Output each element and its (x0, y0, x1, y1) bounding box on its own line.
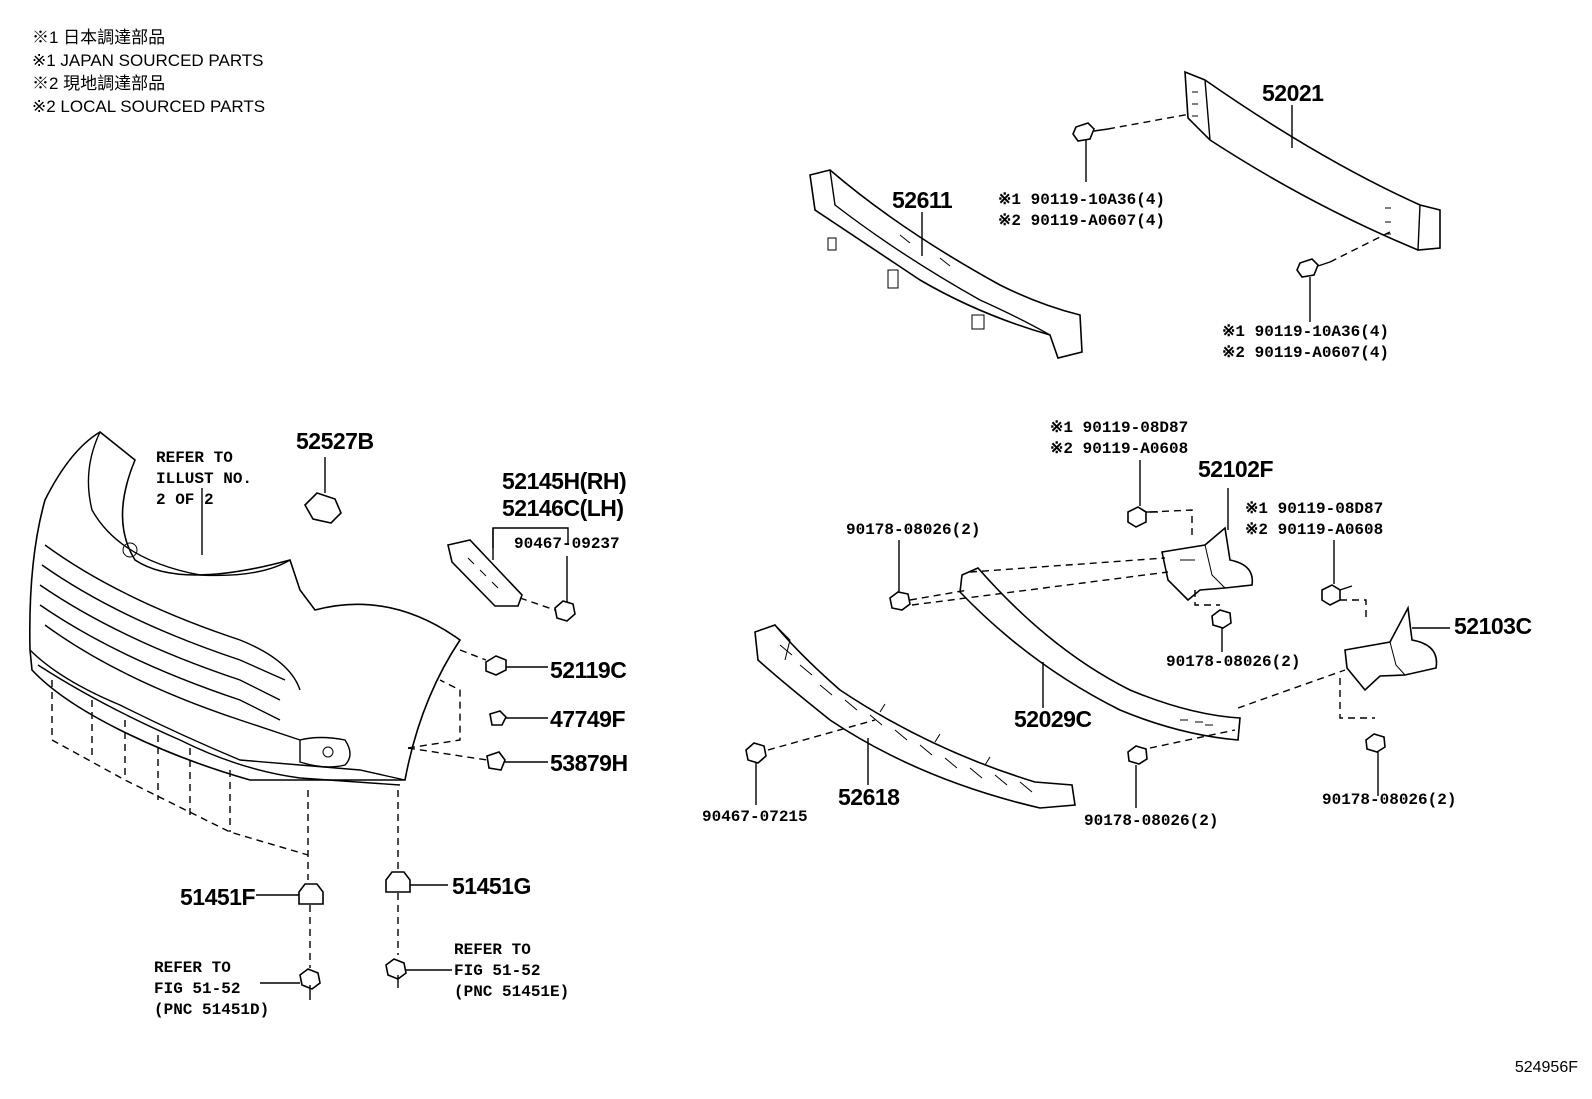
legend-line: ※2 現地調達部品 (32, 74, 166, 93)
part-52618-absorber (754, 624, 1076, 809)
refer-fig-left-line: REFER TO (154, 959, 231, 977)
part-52102F-bracket (1149, 488, 1254, 606)
part-number-51451G: 51451G (452, 873, 531, 899)
legend-line: ※1 日本調達部品 (32, 28, 166, 47)
sourcing-legend: ※1 日本調達部品 ※1 JAPAN SOURCED PARTS ※2 現地調達… (32, 26, 265, 118)
part-number-90467-07215: 90467-07215 (702, 808, 808, 826)
refer-illust-line: ILLUST NO. (156, 470, 253, 488)
bolt-group-top (1072, 113, 1391, 322)
part-number-52146C: 52146C(LH) (502, 495, 624, 521)
part-52029C-reinforcement (959, 567, 1241, 741)
refer-fig-left-line: FIG 51-52 (154, 980, 241, 998)
part-number-52527B: 52527B (296, 428, 374, 454)
bolt-top-a-line-2: ※2 90119-A0607(4) (998, 212, 1166, 230)
bolt-top-a-line-1: ※1 90119-10A36(4) (998, 191, 1166, 209)
part-52145H-retainer (447, 527, 569, 607)
refer-illust-line: REFER TO (156, 449, 233, 467)
part-number-52618: 52618 (838, 784, 900, 810)
part-51451G (385, 871, 452, 988)
refer-fig-right-line: (PNC 51451E) (454, 983, 570, 1001)
part-number-52021: 52021 (1262, 80, 1324, 106)
part-number-52145H: 52145H(RH) (502, 468, 627, 494)
refer-fig-right-line: FIG 51-52 (454, 962, 541, 980)
nuts-90178 (889, 540, 1386, 808)
part-number-51451F: 51451F (180, 884, 256, 910)
refer-fig-right-note: REFER TO FIG 51-52 (PNC 51451E) (454, 940, 569, 1003)
bolt-mid-b-line-1: ※1 90119-08D87 (1245, 500, 1384, 518)
refer-fig-left-line: (PNC 51451D) (154, 1001, 270, 1019)
part-52527B (304, 457, 342, 524)
part-52611-absorber (809, 169, 1083, 359)
refer-illust-line: 2 OF 2 (156, 491, 214, 509)
bolt-mid-b-label: ※1 90119-08D87 ※2 90119-A0608 (1245, 499, 1383, 541)
bracket-bolts (1127, 460, 1353, 606)
part-number-52611: 52611 (892, 187, 953, 213)
bumper-fastener-leaders (51, 679, 461, 880)
refer-illust-note: REFER TO ILLUST NO. 2 OF 2 (156, 448, 252, 511)
small-fasteners-right (407, 649, 548, 771)
part-90467-09237 (519, 556, 576, 622)
part-number-90467-09237: 90467-09237 (514, 535, 620, 553)
part-number-90178-bottom: 90178-08026(2) (1084, 812, 1219, 830)
part-number-52119C: 52119C (550, 657, 627, 683)
part-number-52029C: 52029C (1014, 706, 1092, 732)
part-90467-07215 (745, 719, 876, 805)
legend-line: ※2 LOCAL SOURCED PARTS (32, 97, 266, 116)
bolt-mid-b-line-2: ※2 90119-A0608 (1245, 521, 1384, 539)
bolt-mid-a-label: ※1 90119-08D87 ※2 90119-A0608 (1050, 418, 1188, 460)
bolt-top-b-label: ※1 90119-10A36(4) ※2 90119-A0607(4) (1222, 322, 1389, 364)
part-number-90178-left: 90178-08026(2) (846, 521, 981, 539)
bolt-top-a-label: ※1 90119-10A36(4) ※2 90119-A0607(4) (998, 190, 1165, 232)
part-number-90178-mid: 90178-08026(2) (1166, 653, 1301, 671)
part-number-53879H: 53879H (550, 750, 628, 776)
part-number-52102F: 52102F (1198, 456, 1274, 482)
part-51451F (256, 883, 324, 1000)
part-number-47749F: 47749F (550, 706, 626, 732)
bolt-top-b-line-2: ※2 90119-A0607(4) (1222, 344, 1390, 362)
refer-fig-right-line: REFER TO (454, 941, 531, 959)
bolt-mid-a-line-2: ※2 90119-A0608 (1050, 440, 1189, 458)
part-number-52103C: 52103C (1454, 613, 1532, 639)
legend-line: ※1 JAPAN SOURCED PARTS (32, 51, 264, 70)
part-52021-reinforcement (1184, 70, 1441, 251)
bolt-mid-a-line-1: ※1 90119-08D87 (1050, 419, 1189, 437)
part-52103C-bracket (1339, 599, 1450, 719)
illustration-id: 524956F (1514, 1059, 1578, 1076)
refer-fig-left-note: REFER TO FIG 51-52 (PNC 51451D) (154, 958, 269, 1021)
bumper-cover (29, 431, 462, 786)
bolt-top-b-line-1: ※1 90119-10A36(4) (1222, 323, 1390, 341)
part-number-90178-right: 90178-08026(2) (1322, 791, 1457, 809)
